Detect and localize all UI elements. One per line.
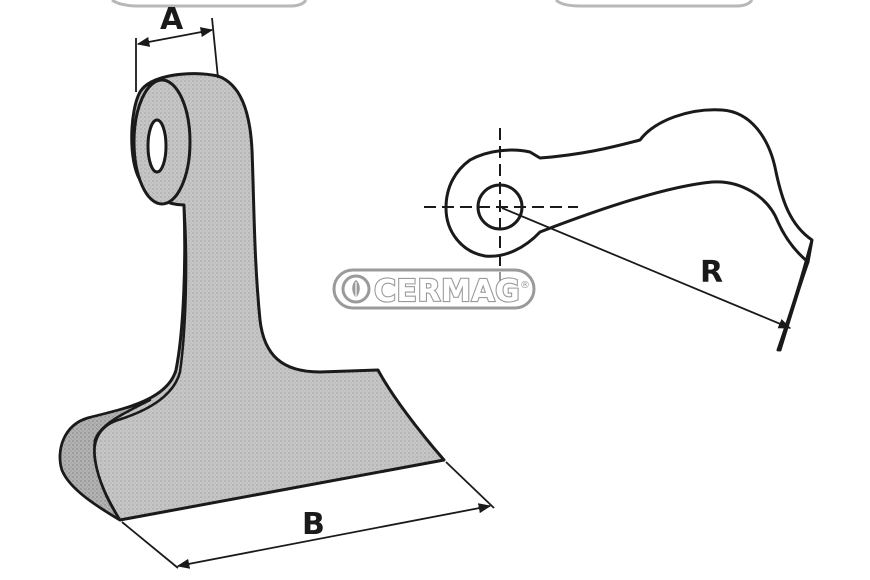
profile-tip [778,260,810,352]
top-edge-fragments [111,0,754,8]
watermark-registered: ® [520,280,530,291]
cermag-watermark: CERMAG ® [332,268,536,310]
watermark-badge [332,268,536,310]
eye-hole [146,118,168,174]
dimension-a: A [135,2,219,92]
wheat-logo-icon [341,274,371,304]
blade-side-profile: R [424,108,814,352]
shank-edge-line [93,204,188,521]
label-a: A [160,2,184,37]
profile-outline [444,108,814,352]
dimension-r: R [501,207,792,329]
label-r: R [700,255,723,290]
hammer-blade-3d: A B [58,2,495,569]
label-b: B [302,507,325,542]
dimension-b: B [121,461,495,569]
watermark-brand: CERMAG [374,274,520,309]
